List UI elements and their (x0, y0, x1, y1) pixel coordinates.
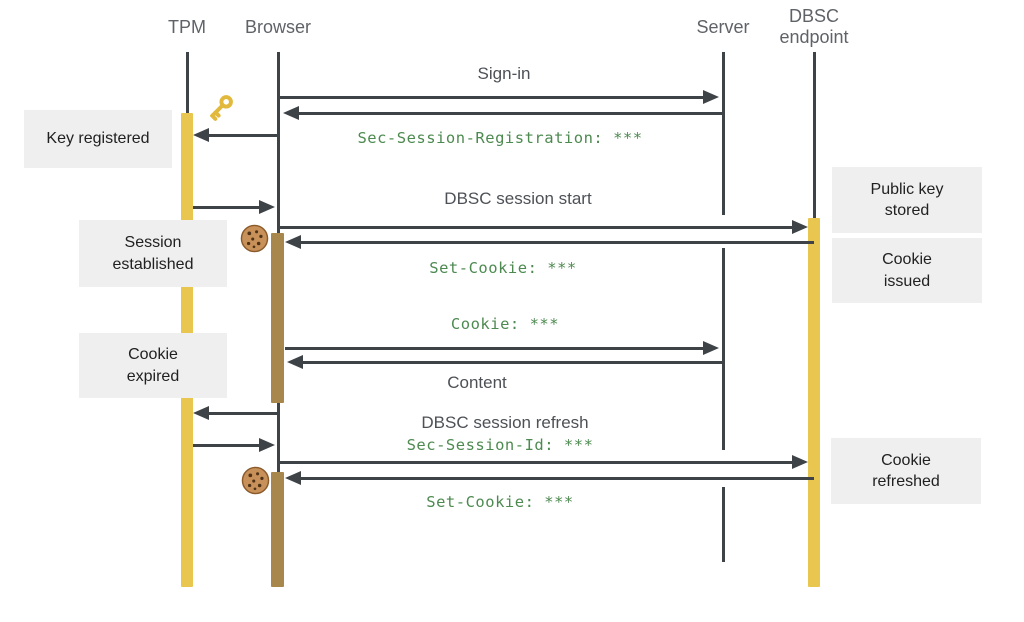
arrowhead-left-icon (285, 471, 301, 485)
arrow-shaft (193, 206, 262, 209)
actor-label-line: Server (696, 17, 750, 37)
lifeline-server (721, 248, 725, 450)
message-label: Sign-in (477, 64, 531, 83)
message-arrow (193, 438, 275, 452)
actor-label-tpm: TPM (168, 17, 206, 38)
note-line: Public key (870, 180, 944, 198)
lifeline-tpm (185, 52, 189, 113)
note-line: Key registered (46, 130, 150, 148)
arrowhead-right-icon (792, 220, 808, 234)
activation-bar-browser (271, 233, 284, 403)
actor-label-line: DBSC (788, 6, 840, 26)
cookie-icon (241, 466, 270, 495)
arrowhead-left-icon (193, 128, 209, 142)
note-key-registered: Key registered (24, 110, 172, 168)
note-line: refreshed (872, 473, 940, 490)
message-label: Sec-Session-Id: *** (406, 436, 594, 454)
key-icon (205, 92, 236, 123)
note-line: issued (883, 272, 931, 290)
arrowhead-left-icon (193, 406, 209, 420)
arrowhead-left-icon (285, 235, 301, 249)
message-arrow (193, 406, 277, 420)
actor-label-line: endpoint (779, 27, 849, 47)
message-arrow (280, 220, 808, 234)
lifeline-server (721, 487, 725, 562)
arrow-shaft (280, 461, 795, 464)
cookie-icon (240, 224, 269, 253)
lifeline-server (721, 52, 725, 215)
note-session-established: Session established (79, 220, 227, 287)
message-arrow (287, 355, 723, 369)
arrow-shaft (206, 134, 277, 137)
arrow-shaft (193, 444, 262, 447)
note-public-key-stored: Public key stored (832, 167, 982, 233)
message-arrow (285, 341, 719, 355)
message-label: Set-Cookie: *** (426, 493, 574, 511)
note-cookie-expired: Cookie expired (79, 333, 227, 398)
message-label: DBSC session start (444, 189, 592, 208)
message-label: Cookie: *** (450, 315, 560, 333)
note-line: Cookie (882, 251, 932, 269)
note-line: stored (884, 202, 930, 219)
actor-label-line: TPM (168, 17, 206, 37)
message-arrow (285, 471, 814, 485)
message-label: Sec-Session-Registration: *** (357, 129, 643, 147)
message-arrow (280, 90, 719, 104)
arrowhead-right-icon (703, 341, 719, 355)
message-label: DBSC session refresh (421, 413, 589, 432)
arrow-shaft (300, 361, 723, 364)
note-cookie-refreshed: Cookie refreshed (831, 438, 981, 504)
note-line: Cookie (128, 346, 178, 364)
arrowhead-right-icon (259, 438, 275, 452)
actor-label-browser: Browser (245, 17, 311, 38)
note-line: established (112, 255, 194, 273)
arrowhead-right-icon (259, 200, 275, 214)
message-label: Content (447, 373, 507, 392)
actor-label-server: Server (696, 17, 749, 38)
message-arrow (193, 200, 275, 214)
activation-bar-dbsc (808, 218, 820, 587)
activation-bar-browser (271, 472, 284, 587)
arrowhead-right-icon (792, 455, 808, 469)
message-arrow (285, 235, 814, 249)
message-arrow (280, 455, 808, 469)
arrow-shaft (296, 112, 723, 115)
note-line: Session (124, 234, 182, 252)
arrow-shaft (298, 477, 814, 480)
arrow-shaft (285, 347, 706, 350)
arrow-shaft (280, 96, 706, 99)
arrow-shaft (280, 226, 795, 229)
arrow-shaft (206, 412, 277, 415)
arrow-shaft (298, 241, 814, 244)
arrowhead-left-icon (283, 106, 299, 120)
note-line: Cookie (881, 451, 931, 469)
message-arrow (283, 106, 723, 120)
message-label: Set-Cookie: *** (429, 259, 577, 277)
arrowhead-left-icon (287, 355, 303, 369)
lifeline-dbsc (812, 52, 816, 218)
note-line: expired (126, 367, 180, 385)
arrowhead-right-icon (703, 90, 719, 104)
message-arrow (193, 128, 277, 142)
note-cookie-issued: Cookie issued (832, 238, 982, 303)
actor-label-line: Browser (244, 17, 312, 37)
